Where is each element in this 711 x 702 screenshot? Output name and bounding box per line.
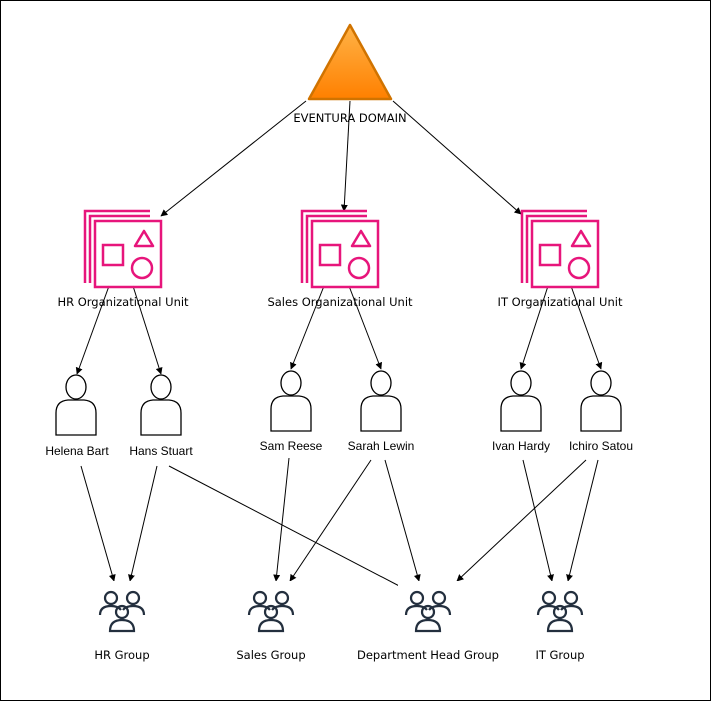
user-icon [360,370,402,432]
user-ivan[interactable]: Ivan Hardy [492,370,550,453]
domain-node[interactable]: EVENTURA DOMAIN [293,23,407,125]
edge-hans-hrgroup [128,465,158,582]
user-icon [140,374,182,436]
unit-sales-label: Sales Organizational Unit [267,295,413,309]
group-hr[interactable]: HR Group [90,579,154,662]
user-helena[interactable]: Helena Bart [45,374,109,458]
edge-sales-sam [290,285,325,370]
edge-it-ichiro [570,285,603,370]
user-sam[interactable]: Sam Reese [260,370,323,453]
edge-ichiro-itgroup [566,459,599,582]
group-department-head-label: Department Head Group [357,648,499,662]
unit-hr-label: HR Organizational Unit [57,295,189,309]
user-sarah-label: Sarah Lewin [348,439,415,453]
user-hans-label: Hans Stuart [129,444,193,458]
user-ichiro-label: Ichiro Satou [569,439,633,453]
edge-domain-hr [160,100,307,217]
group-icon [239,579,303,643]
user-sarah[interactable]: Sarah Lewin [348,370,415,453]
organizational-unit-icon [83,209,163,289]
edge-sarah-depthead [384,459,421,582]
group-icon [396,579,460,643]
edge-sarah-salesgroup [289,459,372,582]
group-hr-label: HR Group [94,648,149,662]
edge-hr-helena [75,285,110,375]
user-ivan-label: Ivan Hardy [492,439,550,453]
unit-it[interactable]: IT Organizational Unit [498,209,623,309]
user-icon [500,370,542,432]
organizational-unit-icon [300,209,380,289]
organizational-unit-icon [520,209,600,289]
edge-sam-salesgroup [273,457,290,582]
group-sales[interactable]: Sales Group [236,579,306,662]
domain-triangle-icon [307,23,393,101]
user-ichiro[interactable]: Ichiro Satou [569,370,633,453]
edge-hans-depthead [168,465,406,590]
user-icon [580,370,622,432]
group-it-label: IT Group [535,648,584,662]
unit-it-label: IT Organizational Unit [498,295,623,309]
user-helena-label: Helena Bart [45,444,109,458]
edge-ichiro-depthead [456,459,587,582]
user-sam-label: Sam Reese [260,439,323,453]
unit-sales[interactable]: Sales Organizational Unit [267,209,413,309]
edge-domain-it [392,100,522,215]
edge-sales-sarah [348,285,382,370]
user-icon [55,374,97,436]
edge-ivan-itgroup [522,459,554,582]
group-icon [90,579,154,643]
group-sales-label: Sales Group [236,648,305,662]
group-department-head[interactable]: Department Head Group [357,579,499,662]
user-icon [270,370,312,432]
edge-helena-hrgroup [80,465,116,582]
domain-label: EVENTURA DOMAIN [293,111,406,125]
group-icon [528,579,592,643]
edge-domain-sales [340,100,351,212]
edge-it-ivan [519,285,549,370]
user-hans[interactable]: Hans Stuart [129,374,193,458]
edge-hr-hans [132,285,163,375]
unit-hr[interactable]: HR Organizational Unit [57,209,189,309]
group-it[interactable]: IT Group [528,579,592,662]
edges [75,100,603,590]
